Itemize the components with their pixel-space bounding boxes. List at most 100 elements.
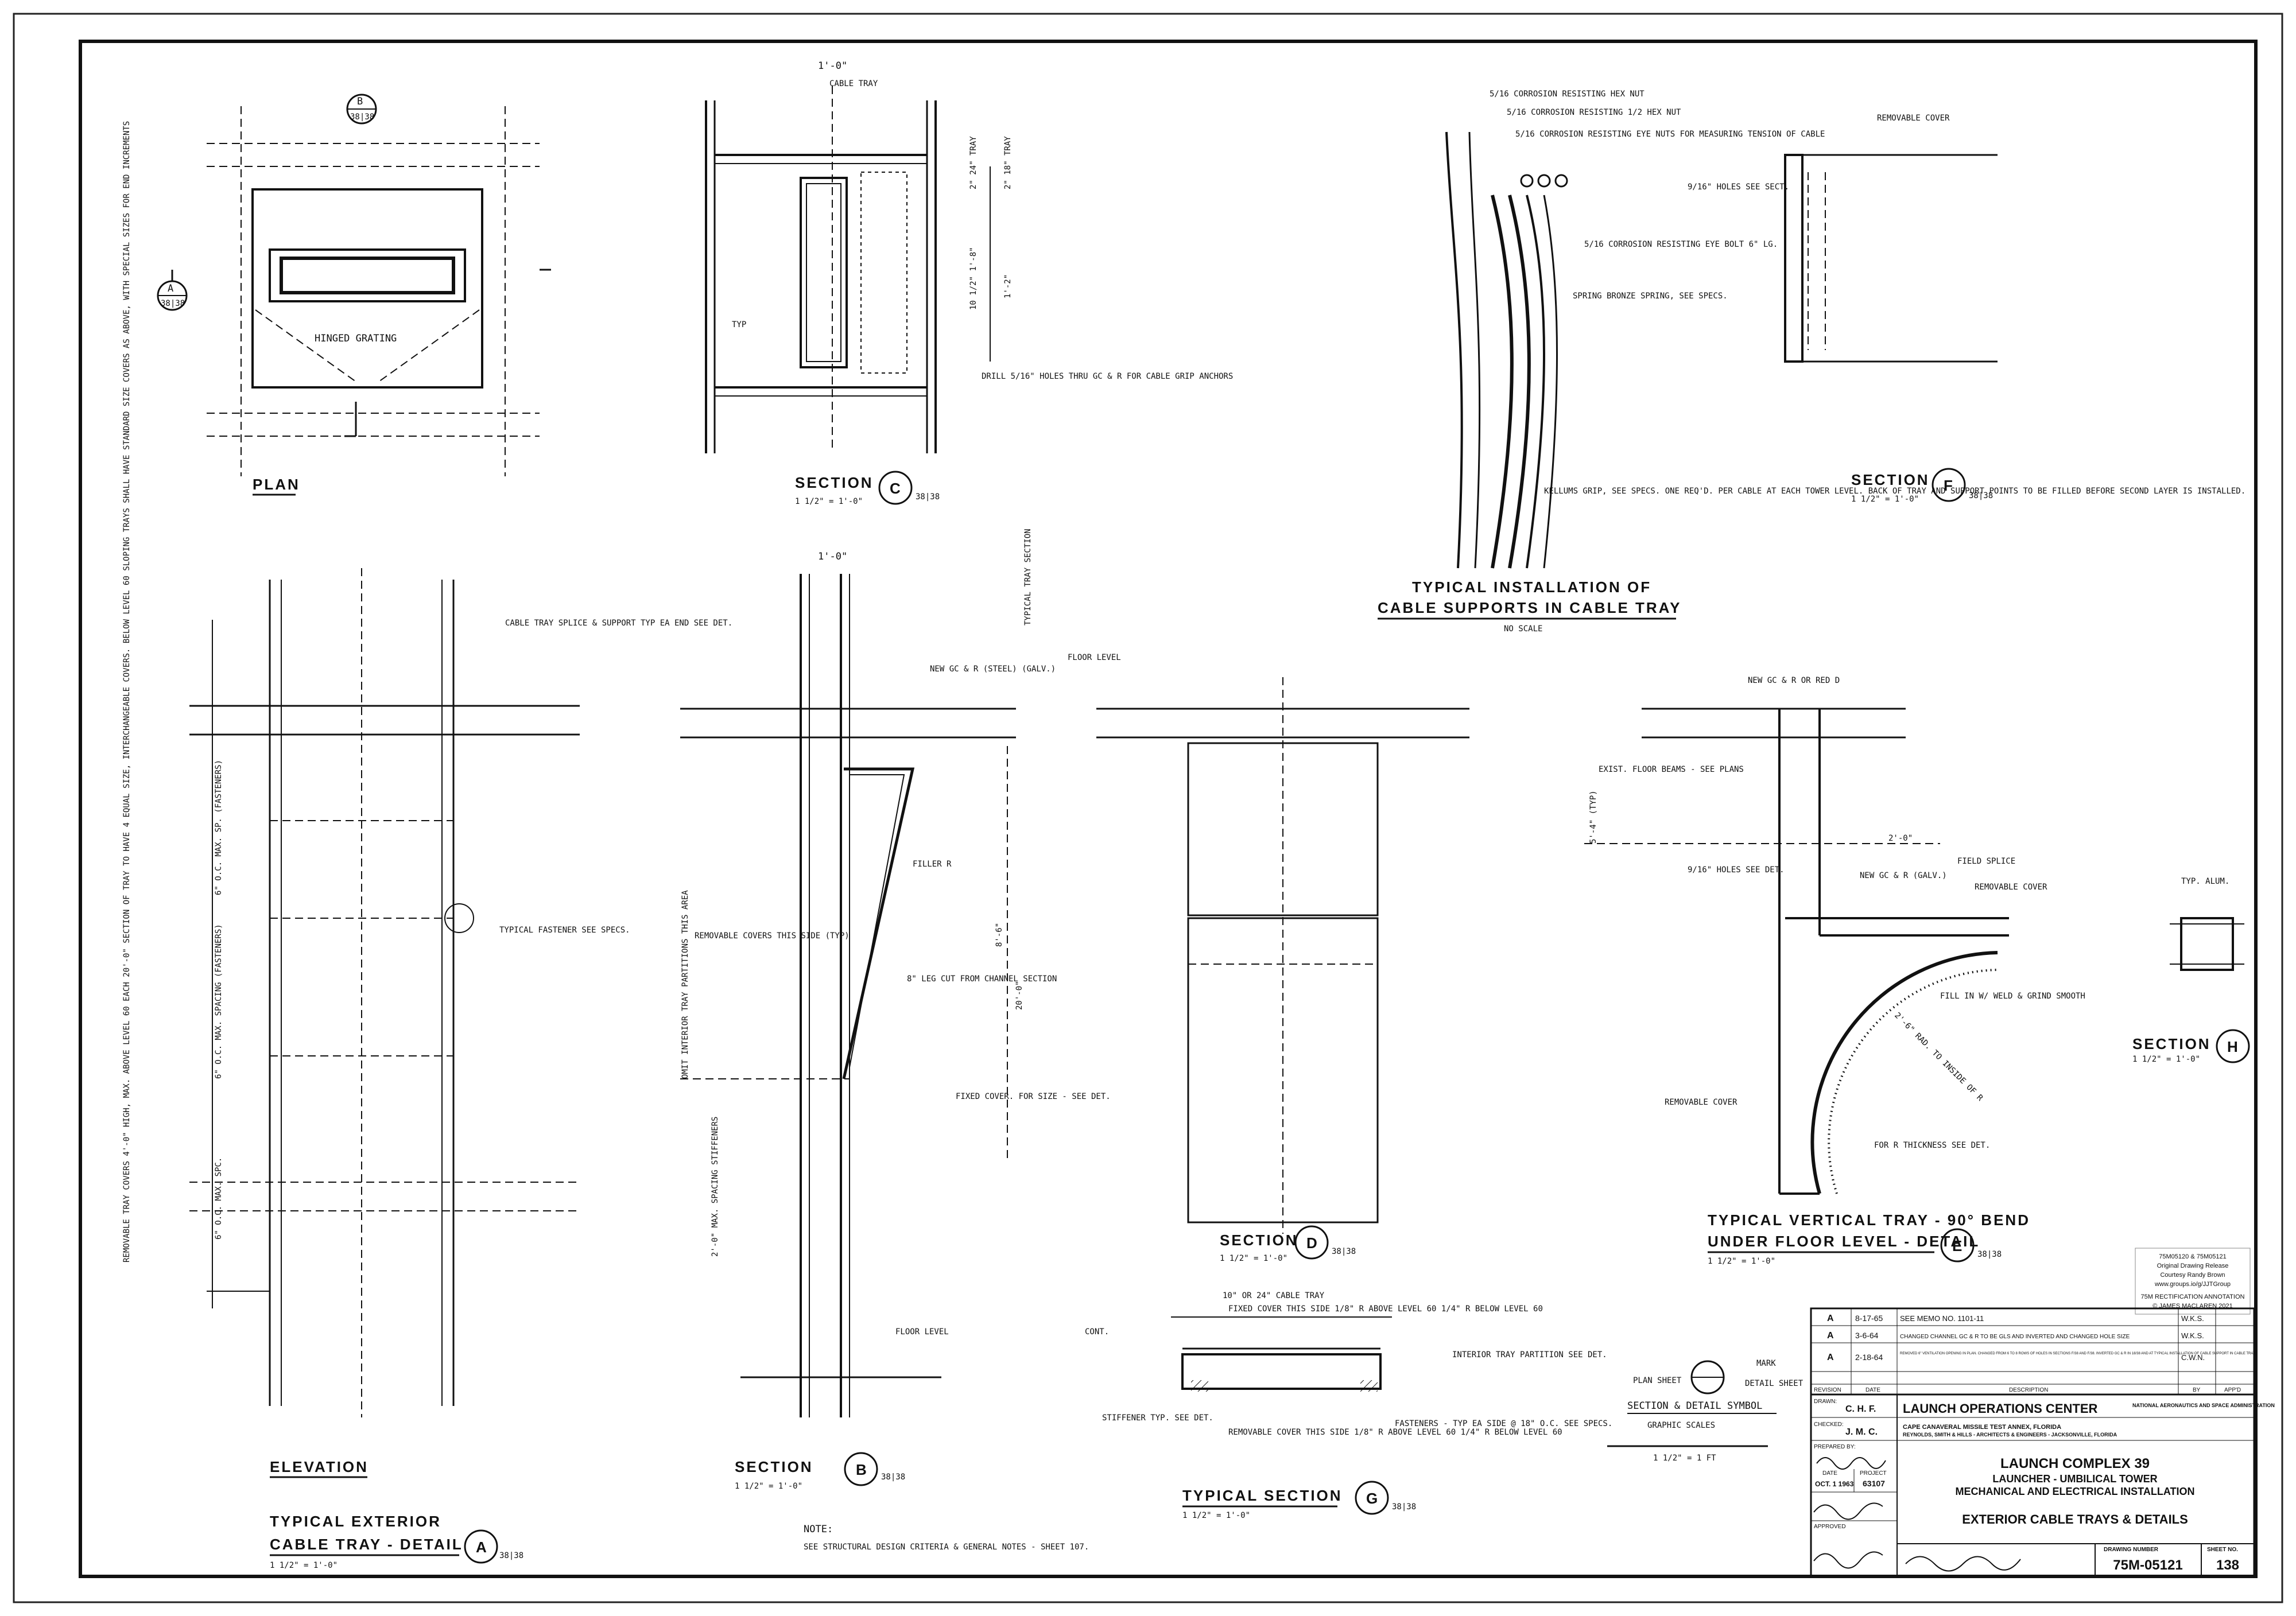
- vertical-tray-letter: E: [1952, 1237, 1964, 1254]
- section-b-dim-top: 1'-0": [818, 551, 847, 562]
- plan-section-b-letter: B: [357, 96, 363, 107]
- sheet-title: EXTERIOR CABLE TRAYS & DETAILS: [1962, 1512, 2188, 1526]
- elevation-view: CABLE TRAY SPLICE & SUPPORT TYP EA END S…: [122, 121, 732, 1570]
- checked-label: CHECKED:: [1814, 1421, 1844, 1428]
- supports-note-4: 5/16 CORROSION RESISTING EYE BOLT 6" LG.: [1584, 240, 1778, 249]
- section-c-view: 1'-0" CABLE TRAY 2" 24" TRAY 2" 18" TRAY…: [705, 60, 1233, 506]
- supports-scale: NO SCALE: [1504, 624, 1542, 634]
- section-f-title: SECTION: [1851, 471, 1930, 488]
- vertical-tray-dim-2: 2'-0": [1888, 834, 1913, 843]
- section-b-note-2: FLOOR LEVEL: [1068, 653, 1121, 662]
- drawing-number: 75M-05121: [2113, 1557, 2182, 1573]
- typical-section-g-view: 10" OR 24" CABLE TRAY FIXED COVER THIS S…: [1085, 1291, 1612, 1520]
- vertical-tray-note-2: EXIST. FLOOR BEAMS - SEE PLANS: [1599, 765, 1744, 774]
- section-b-note-3: FILLER R: [913, 860, 952, 869]
- section-b-note: SEE STRUCTURAL DESIGN CRITERIA & GENERAL…: [804, 1543, 1089, 1552]
- vertical-tray-view: NEW GC & R OR RED D EXIST. FLOOR BEAMS -…: [1584, 676, 2085, 1266]
- section-h-scale: 1 1/2" = 1'-0": [2132, 1055, 2200, 1064]
- approval-signature-3: [1905, 1556, 2021, 1572]
- section-f-note-2: 9/16" HOLES SEE SECT.: [1688, 182, 1789, 192]
- plan-title: PLAN: [253, 476, 300, 493]
- revision-2-mark: A: [1827, 1331, 1834, 1341]
- elevation-side-note: REMOVABLE TRAY COVERS 4'-0" HIGH, MAX. A…: [122, 121, 131, 1262]
- vertical-tray-title-2: UNDER FLOOR LEVEL - DETAIL: [1708, 1233, 1980, 1250]
- typical-section-note-3: INTERIOR TRAY PARTITION SEE DET.: [1452, 1350, 1607, 1359]
- inner-border: [79, 40, 2258, 1578]
- typical-section-scale: 1 1/2" = 1'-0": [1182, 1511, 1250, 1520]
- vertical-tray-sheet: 38|38: [1977, 1250, 2002, 1259]
- symbol-plan-sheet: PLAN SHEET: [1633, 1376, 1682, 1385]
- approval-signature-2: [1813, 1551, 1883, 1569]
- revision-table: A 8-17-65 SEE MEMO NO. 1101-11 W.K.S. A …: [1810, 1307, 2255, 1396]
- supports-note-3: 5/16 CORROSION RESISTING EYE NUTS FOR ME…: [1515, 130, 1825, 139]
- revision-1-by: W.K.S.: [2181, 1314, 2204, 1323]
- supports-note-5: SPRING BRONZE SPRING, SEE SPECS.: [1573, 292, 1728, 301]
- typical-section-letter: G: [1366, 1490, 1379, 1507]
- elevation-dim-1: 6" O.C. MAX. SP. (FASTENERS): [214, 760, 223, 895]
- section-c-dim-18: 2" 18" TRAY: [1003, 136, 1013, 189]
- rectification-stamp: 75M05120 & 75M05121 Original Drawing Rel…: [2135, 1248, 2251, 1315]
- title-line-2: LAUNCHER - UMBILICAL TOWER: [1992, 1473, 2157, 1485]
- stamp-line-3: Courtesy Randy Brown: [2160, 1272, 2225, 1279]
- date-label: DATE: [1822, 1470, 1837, 1477]
- section-b-note-8: OMIT INTERIOR TRAY PARTITIONS THIS AREA: [681, 890, 690, 1079]
- supports-title-1: TYPICAL INSTALLATION OF: [1412, 578, 1651, 596]
- revision-header-revision: REVISION: [1814, 1387, 1841, 1393]
- typical-section-note-5: STIFFENER TYP. SEE DET.: [1102, 1413, 1213, 1423]
- section-c-title: SECTION: [795, 474, 874, 491]
- section-b-note-5: 8" LEG CUT FROM CHANNEL SECTION: [907, 974, 1057, 984]
- symbol-scale-text: 1 1/2" = 1 FT: [1653, 1454, 1716, 1463]
- section-b-floor: FLOOR LEVEL: [895, 1327, 949, 1337]
- complex-name: LAUNCH COMPLEX 39: [2000, 1456, 2150, 1471]
- section-h-note: TYP. ALUM.: [2181, 877, 2229, 886]
- project-label: PROJECT: [1860, 1470, 1887, 1477]
- plan-section-a-letter: A: [168, 283, 173, 294]
- typical-section-title: TYPICAL SECTION: [1182, 1487, 1343, 1504]
- vertical-tray-note-4: REMOVABLE COVER: [1975, 883, 2047, 892]
- revision-header-description: DESCRIPTION: [2009, 1387, 2048, 1393]
- section-d-scale: 1 1/2" = 1'-0": [1220, 1254, 1287, 1263]
- vertical-tray-note-8: REMOVABLE COVER: [1665, 1098, 1737, 1107]
- supports-note-2: 5/16 CORROSION RESISTING 1/2 HEX NUT: [1507, 108, 1681, 117]
- plan-view: HINGED GRATING B 38|38 A 38|38 PLAN: [157, 94, 551, 496]
- typical-section-note-6: CONT.: [1085, 1327, 1109, 1337]
- revision-1-date: 8-17-65: [1855, 1314, 1883, 1323]
- symbol-detail-sheet: DETAIL SHEET: [1745, 1379, 1804, 1388]
- prepared-signature: [1816, 1457, 1886, 1470]
- elevation-detail-sheet: 38|38: [499, 1551, 523, 1560]
- firm-name: REYNOLDS, SMITH & HILLS - ARCHITECTS & E…: [1903, 1432, 2117, 1438]
- elevation-detail-scale: 1 1/2" = 1'-0": [270, 1561, 338, 1570]
- section-h-title: SECTION: [2132, 1035, 2211, 1052]
- section-c-letter: C: [890, 480, 902, 497]
- section-b-dim-8: 8'-6": [995, 923, 1004, 947]
- section-c-scale: 1 1/2" = 1'-0": [795, 497, 863, 506]
- section-f-sheet: 38|38: [1969, 491, 1993, 500]
- section-b-note-9: TYPICAL TRAY SECTION: [1023, 529, 1033, 626]
- revision-2-by: W.K.S.: [2181, 1331, 2204, 1340]
- elevation-title: ELEVATION: [270, 1458, 369, 1475]
- section-d-letter: D: [1306, 1234, 1319, 1252]
- revision-header-by: BY: [2193, 1387, 2201, 1393]
- drawn-label: DRAWN:: [1814, 1399, 1837, 1405]
- section-b-title: SECTION: [735, 1458, 813, 1475]
- section-c-dim-top: 1'-0": [818, 60, 847, 72]
- section-f-letter: F: [1944, 477, 1954, 494]
- vertical-tray-note-5: NEW GC & R (GALV.): [1860, 871, 1947, 880]
- section-symbol-legend: MARK PLAN SHEET DETAIL SHEET SECTION & D…: [1607, 1359, 1804, 1463]
- section-c-drill: DRILL 5/16" HOLES THRU GC & R FOR CABLE …: [982, 372, 1233, 381]
- section-f-scale: 1 1/2" = 1'-0": [1851, 495, 1919, 504]
- checked-initials: J. M. C.: [1845, 1427, 1878, 1437]
- supports-note-1: 5/16 CORROSION RESISTING HEX NUT: [1490, 90, 1645, 99]
- section-b-note-title: NOTE:: [804, 1524, 833, 1535]
- section-d-sheet: 38|38: [1332, 1247, 1356, 1256]
- section-d-title: SECTION: [1220, 1232, 1298, 1249]
- elevation-splice-note: CABLE TRAY SPLICE & SUPPORT TYP EA END S…: [505, 619, 732, 628]
- sheet-number-label: SHEET NO.: [2207, 1547, 2238, 1553]
- plan-grating-note: HINGED GRATING: [315, 333, 397, 344]
- section-f-note-1: REMOVABLE COVER: [1877, 114, 1950, 123]
- section-b-view: 1'-0" NEW GC & R (STEEL) (GALV.) FLOOR L…: [680, 529, 1121, 1552]
- vertical-tray-note-9: FILL IN W/ WELD & GRIND SMOOTH: [1940, 992, 2085, 1001]
- section-b-sheet: 38|38: [881, 1473, 905, 1482]
- title-line-3: MECHANICAL AND ELECTRICAL INSTALLATION: [1956, 1486, 2195, 1497]
